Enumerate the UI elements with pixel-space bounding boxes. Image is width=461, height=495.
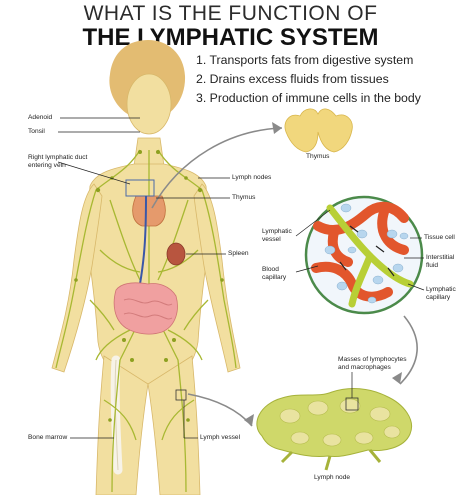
left-arm [51,183,103,373]
lymph-vessel-marker [175,389,187,401]
label-interstitial-fluid-2: fluid [426,262,439,269]
label-lymphatic-vessel-2: vessel [262,236,281,243]
label-masses-1: Masses of lymphocytes [338,356,407,363]
label-interstitial-fluid-1: Interstitial [426,254,455,261]
label-blood-capillary-1: Blood [262,266,279,273]
thoracic-duct [139,195,147,285]
lymph-node-dots [74,150,224,422]
label-lymph-nodes: Lymph nodes [232,174,272,181]
label-thymus-inset: Thymus [306,153,330,160]
label-spleen: Spleen [228,250,249,257]
spleen-organ [166,242,186,266]
thymus-organ [132,195,166,227]
arrow-heads [244,122,402,426]
thymus-inset [284,108,353,153]
lymphatic-capillaries [326,204,414,308]
tissue-magnified-view [304,195,424,315]
blood-capillaries [311,201,409,302]
interstitial-fluid-arrows [339,225,395,277]
label-lymph-node: Lymph node [314,474,351,481]
label-tissue-cell: Tissue cell [424,234,455,241]
label-adenoid: Adenoid [28,114,53,121]
label-right-lymphatic-duct-1: Right lymphatic duct [28,154,88,161]
tissue-cells [324,203,409,304]
label-lymphatic-capillary-2: capillary [426,294,451,301]
label-lymph-vessel: Lymph vessel [200,434,241,441]
label-tonsil: Tonsil [28,128,45,135]
label-lymphatic-vessel-1: Lymphatic [262,228,292,235]
intestines [113,282,178,335]
label-leader-lines [57,117,425,439]
face [126,73,172,135]
label-bone-marrow: Bone marrow [28,434,68,441]
label-right-lymphatic-duct-2: entering vein [28,162,66,169]
lymph-node-inset [256,388,412,471]
label-thymus-body: Thymus [232,194,256,201]
title-line-1: WHAT IS THE FUNCTION OF [83,2,378,25]
function-item-2: 2. Drains excess fluids from tissues [196,72,389,86]
function-item-1: 1. Transports fats from digestive system [196,53,414,67]
thoracic-duct-box [125,179,155,197]
function-item-3: 3. Production of immune cells in the bod… [196,91,421,105]
label-masses-2: and macrophages [338,364,391,371]
human-body-figure [51,40,241,495]
label-blood-capillary-2: capillary [262,274,287,281]
left-leg [95,355,149,495]
label-lymphatic-capillary-1: Lymphatic [426,286,456,293]
